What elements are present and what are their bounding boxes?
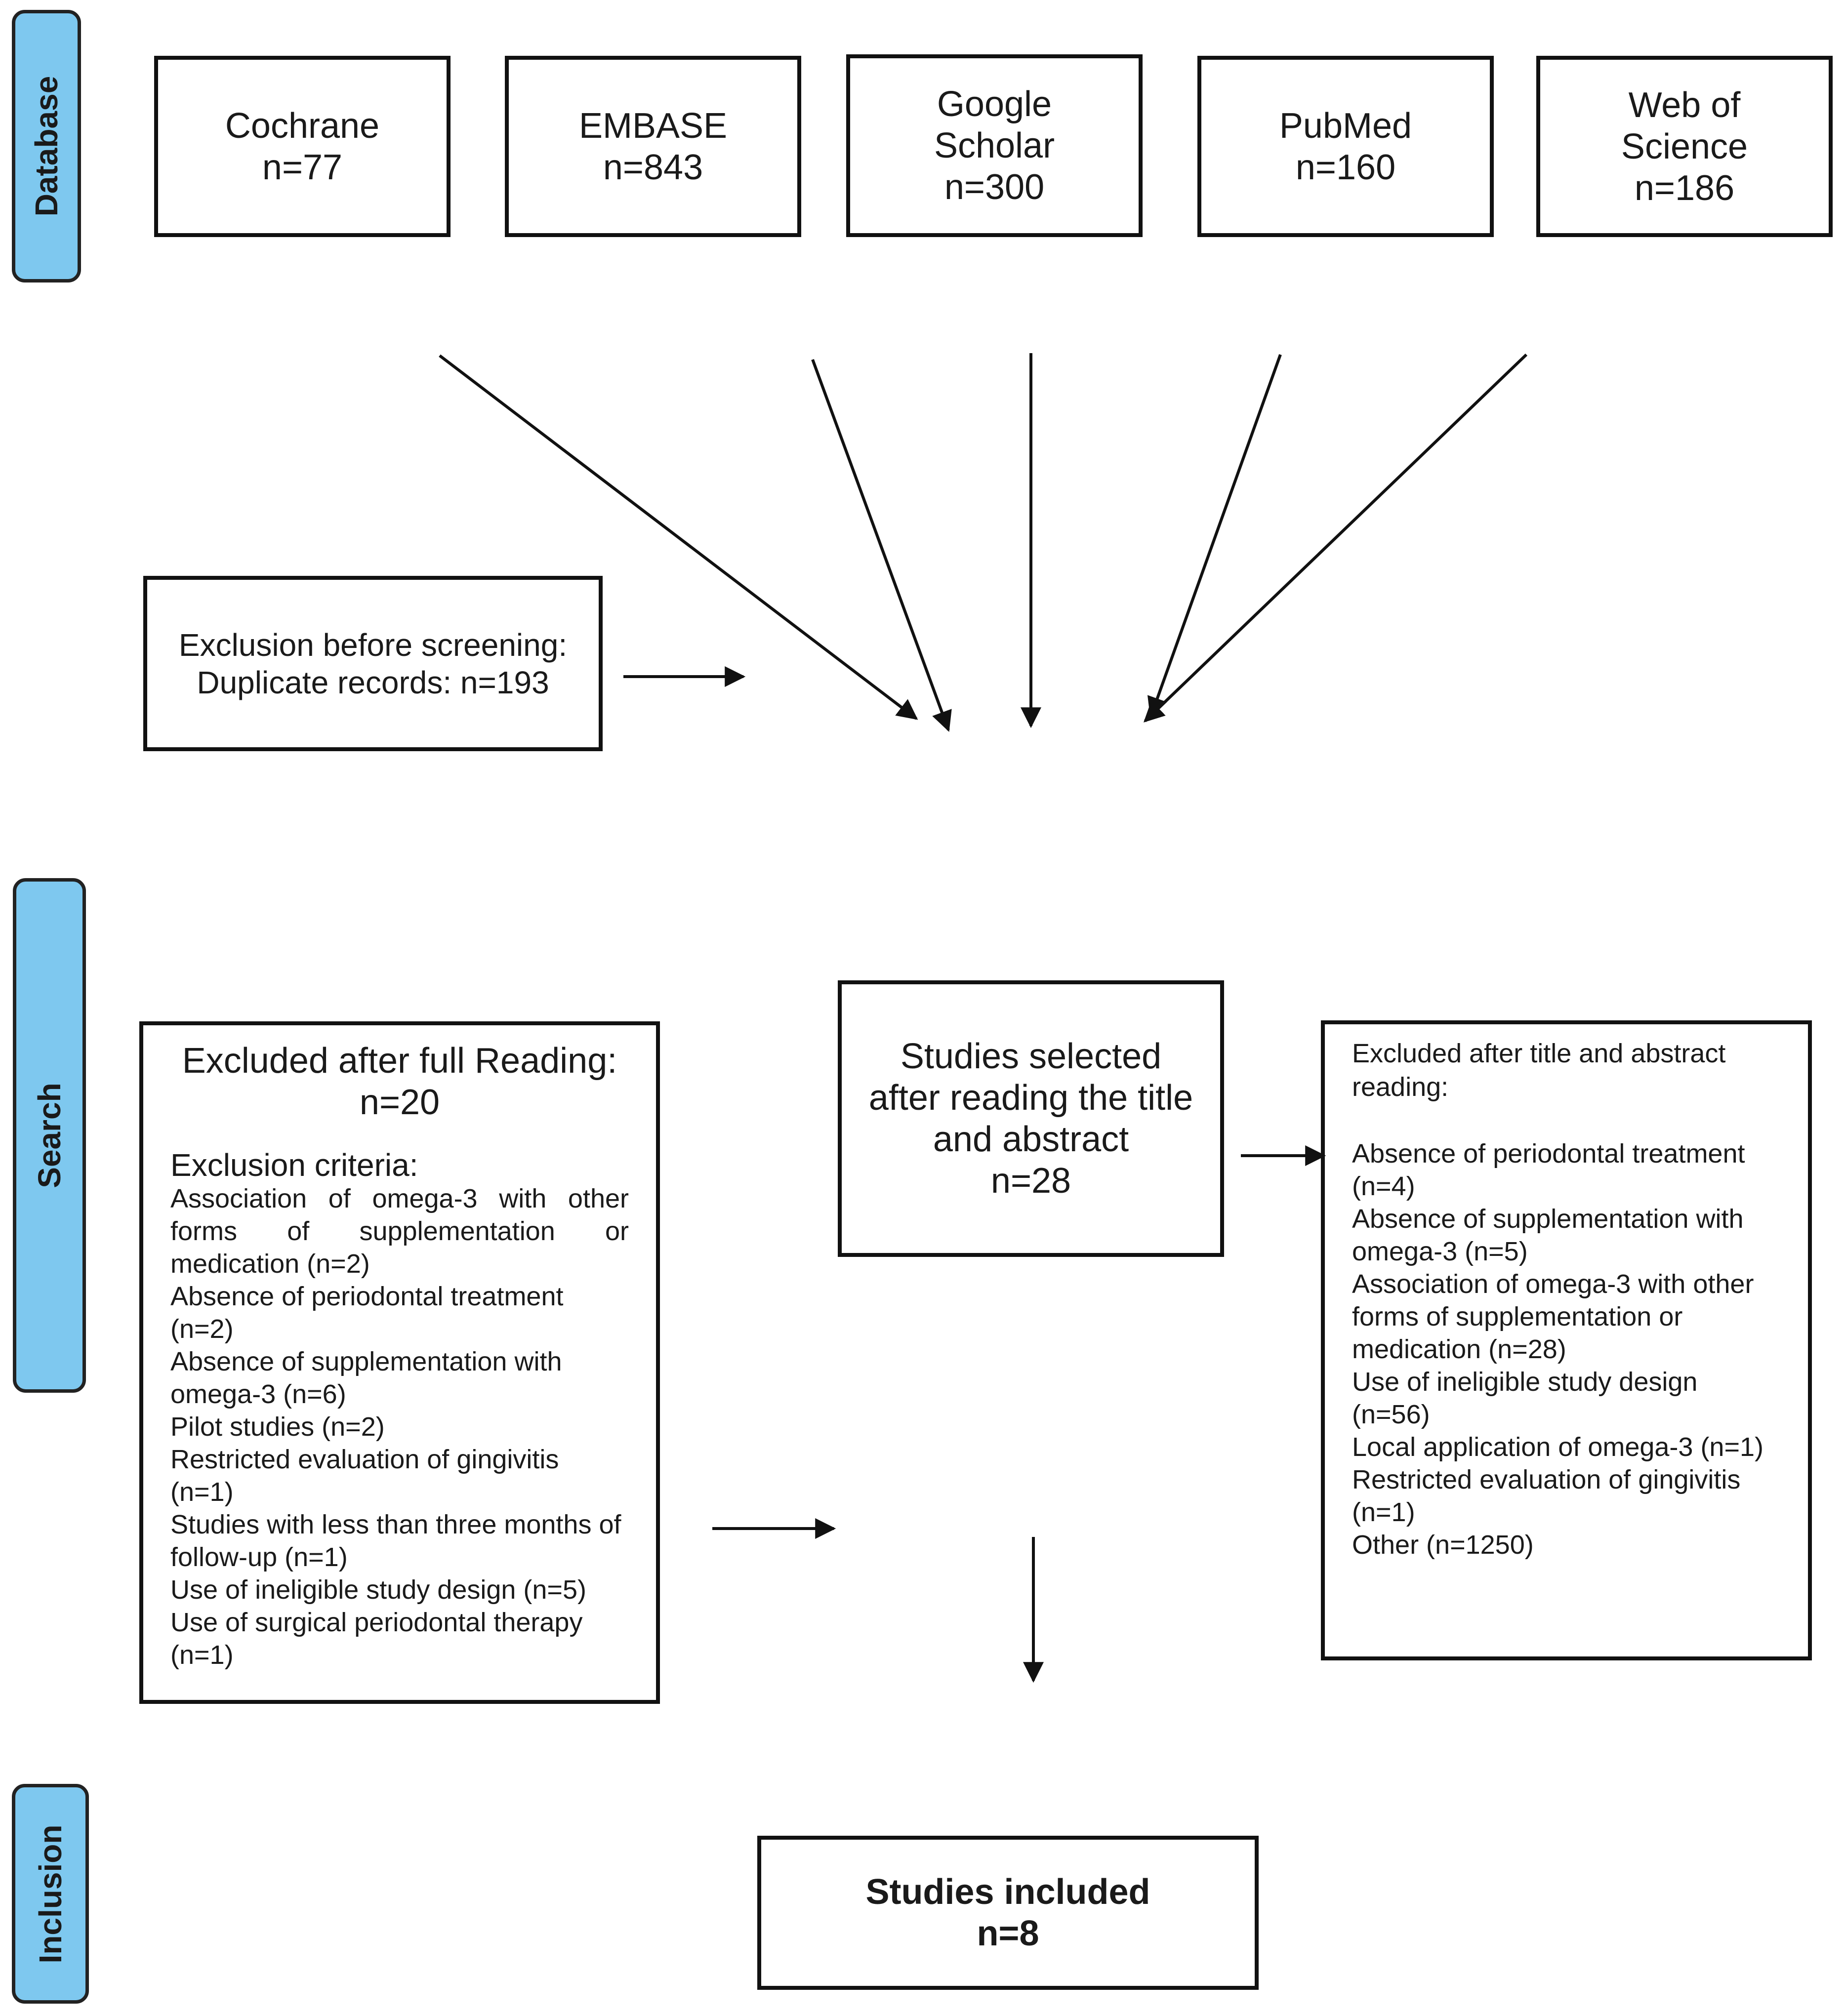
database-count: n=300 [944,167,1045,207]
stage-label-inclusion: Inclusion [12,1784,89,2004]
list-item: Other (n=1250) [1352,1530,1534,1560]
list-item: Association of omega-3 with other forms … [1352,1269,1754,1364]
excluded-title-abstract-list: Absence of periodontal treatment (n=4) A… [1352,1137,1781,1561]
list-item: Restricted evaluation of gingivitis (n=1… [170,1445,559,1507]
database-box-pubmed: PubMed n=160 [1197,56,1494,237]
list-item: Restricted evaluation of gingivitis (n=1… [1352,1465,1741,1527]
excluded-full-reading-box: Excluded after full Reading: n=20 Exclus… [139,1021,660,1704]
database-box-google-scholar: Google Scholar n=300 [846,54,1143,237]
studies-selected-box: Studies selected after reading the title… [838,980,1224,1257]
list-item: Use of ineligible study design (n=56) [1352,1367,1698,1429]
list-item: Use of ineligible study design (n=5) [170,1575,586,1605]
list-item: Studies with less than three months of f… [170,1510,621,1572]
studies-selected-text: Studies selected after reading the title… [868,1037,1193,1159]
excluded-title-abstract-box: Excluded after title and abstract readin… [1321,1020,1812,1660]
database-box-embase: EMBASE n=843 [505,56,801,237]
arrow-embase [811,359,952,732]
database-name: EMBASE [578,106,728,146]
list-item: Absence of supplementation with omega-3 … [170,1347,562,1409]
excluded-full-reading-count: n=20 [359,1083,440,1122]
list-item: Absence of supplementation with omega-3 … [1352,1204,1744,1266]
exclusion-before-screening-box: Exclusion before screening: Duplicate re… [143,576,603,751]
exclusion-criteria-title: Exclusion criteria: [170,1147,418,1183]
list-item: Absence of periodontal treatment (n=2) [170,1282,564,1344]
stage-label-database: Database [12,10,81,282]
list-item: Local application of omega-3 (n=1) [1352,1432,1764,1462]
stage-label-search: Search [13,878,86,1393]
excluded-title-abstract-title: Excluded after title and abstract readin… [1352,1039,1726,1102]
exclusion-criteria-list: Association of omega-3 with other forms … [170,1182,629,1671]
database-name: Cochrane [225,106,380,146]
list-item: Absence of periodontal treatment (n=4) [1352,1139,1745,1201]
list-item: Association of omega-3 with other forms … [170,1184,629,1279]
excluded-full-reading-title: Excluded after full Reading: [182,1041,617,1081]
arrow-cochrane [439,354,918,720]
database-name: Google Scholar [934,84,1055,165]
studies-included-box: Studies included n=8 [757,1836,1259,1990]
arrow-pubmed [1147,354,1282,718]
studies-included-count: n=8 [977,1914,1039,1953]
duplicate-records-count: Duplicate records: n=193 [197,664,549,700]
database-count: n=186 [1634,168,1735,208]
arrow-web-of-science [1143,353,1528,723]
studies-included-text: Studies included [865,1872,1150,1912]
database-count: n=843 [603,147,703,187]
database-name: Web of Science [1621,85,1748,166]
exclusion-before-screening-title: Exclusion before screening: [178,627,568,663]
studies-selected-count: n=28 [990,1161,1071,1201]
list-item: Use of surgical periodontal therapy (n=1… [170,1608,583,1670]
database-count: n=77 [262,147,343,187]
list-item: Pilot studies (n=2) [170,1412,385,1442]
database-count: n=160 [1295,147,1396,187]
database-name: PubMed [1279,106,1412,146]
database-box-web-of-science: Web of Science n=186 [1536,56,1833,237]
database-box-cochrane: Cochrane n=77 [154,56,451,237]
